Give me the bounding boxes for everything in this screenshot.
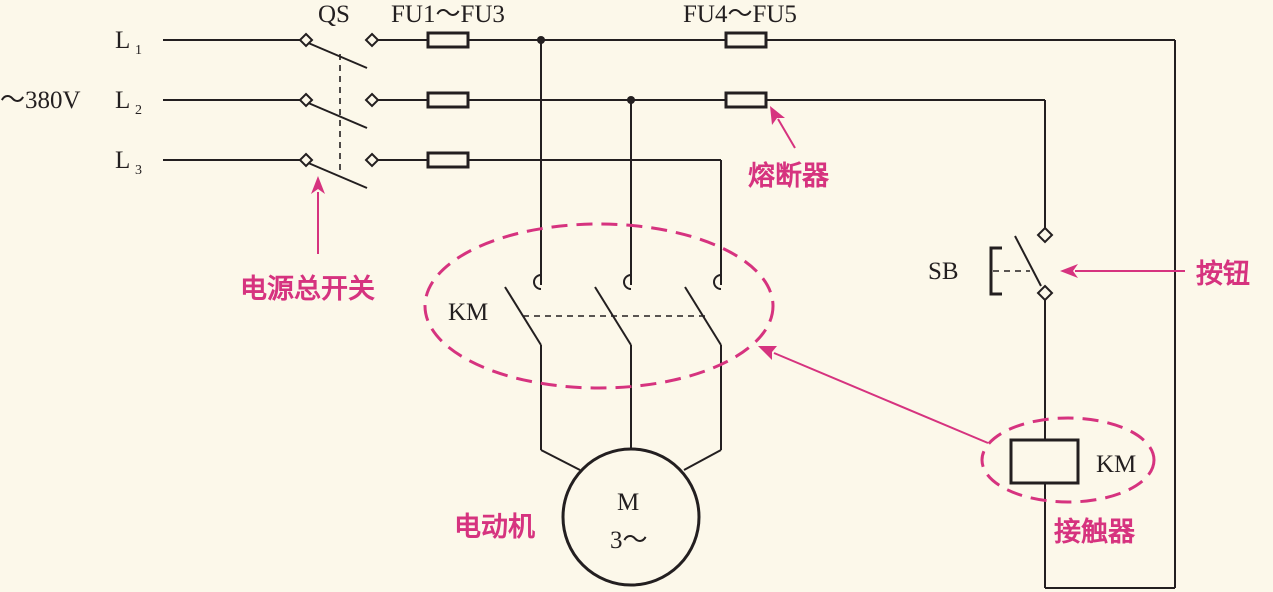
supply-lines [163, 39, 302, 161]
fuse-fu1 [426, 31, 470, 49]
junction-dot [537, 36, 545, 44]
fuse-annotation: 熔断器 [748, 160, 830, 192]
km-contacts-label: KM [448, 299, 488, 326]
l2-subscript: 2 [135, 103, 142, 118]
motor-annotation: 电动机 [454, 512, 535, 543]
fuse-fu2 [426, 91, 470, 109]
contactor-annotation: 接触器 [1054, 517, 1136, 548]
fuses-main-label: FU1～FU3 [391, 1, 505, 28]
contactor-coil [1009, 438, 1080, 485]
fuses-control-label: FU4～FU5 [683, 1, 797, 28]
contactor-main-contacts [504, 274, 722, 346]
l1-label: L [115, 27, 130, 54]
push-button-sb [989, 226, 1054, 302]
annotation-arrows [311, 106, 1185, 444]
l3-subscript: 3 [135, 163, 142, 178]
motor-m-label: M [617, 489, 639, 516]
fuse-fu4 [724, 31, 768, 49]
arrow-up-icon [311, 176, 325, 194]
main-switch-annotation: 电源总开关 [240, 274, 375, 305]
fuse-fu3 [426, 151, 470, 169]
fuse-fu5 [724, 91, 768, 109]
km-coil-label: KM [1096, 451, 1136, 478]
motor-phase-label: 3～ [610, 527, 648, 554]
l1-subscript: 1 [135, 43, 142, 58]
arrow-left-icon [1060, 264, 1078, 278]
main-switch-qs [298, 32, 380, 189]
contacts-highlight-ellipse [423, 222, 775, 390]
l2-label: L [115, 87, 130, 114]
junction-dot [627, 96, 635, 104]
arrow-up-left-icon [758, 346, 777, 360]
sb-label: SB [928, 258, 959, 285]
voltage-label: ～380V [0, 87, 81, 114]
button-annotation: 按钮 [1196, 258, 1250, 290]
coil-highlight-ellipse [980, 416, 1156, 504]
arrow-up-left-icon [770, 106, 785, 125]
fuses [426, 31, 768, 169]
power-wiring [378, 36, 1176, 589]
motor: M 3～ [561, 447, 701, 587]
qs-label: QS [318, 1, 350, 28]
l3-label: L [115, 147, 130, 174]
